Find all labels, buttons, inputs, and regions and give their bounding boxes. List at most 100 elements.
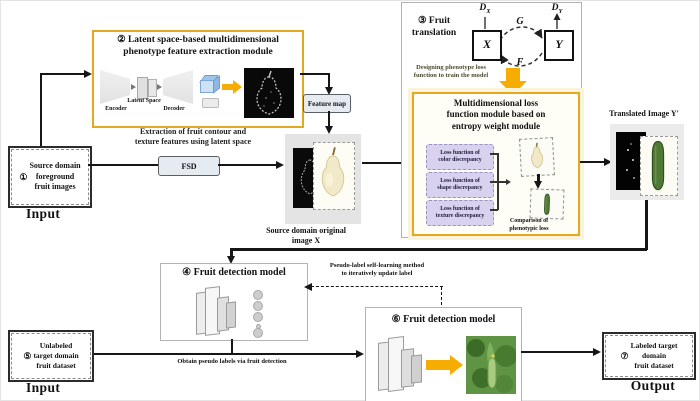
dot xyxy=(253,328,263,338)
bracket-line xyxy=(490,181,498,183)
label-line: fruit images xyxy=(34,182,76,192)
pear-image-small xyxy=(531,142,544,169)
loss-line: Loss function of xyxy=(440,149,480,156)
cnn-layer xyxy=(411,354,422,384)
caption-line: Extraction of fruit contour and xyxy=(139,127,247,136)
detection-result-image xyxy=(466,336,517,394)
feature-map-box: Feature map xyxy=(303,94,351,113)
d-symbol: D xyxy=(551,3,559,13)
dot xyxy=(253,301,263,311)
loss-item-shape: Loss function of shape discrepancy xyxy=(426,172,494,198)
latent-stack-icon xyxy=(202,98,219,108)
step-6-number: ⑥ xyxy=(391,314,401,325)
arrowhead xyxy=(356,349,364,358)
label-line: Unlabeled xyxy=(39,341,73,351)
label-line: fruit dataset xyxy=(634,360,674,370)
latent-module-box: ② Latent space-based multidimensional ph… xyxy=(92,30,304,128)
flow-line xyxy=(300,73,330,75)
label-line: Labeled target xyxy=(630,341,678,351)
flow-line xyxy=(90,353,362,355)
title-line: function module based on xyxy=(446,109,546,120)
label-line: Source domain xyxy=(29,161,81,171)
cnn-layer xyxy=(226,301,236,329)
obtain-pseudo-note: Obtain pseudo labels via fruit detection xyxy=(177,358,287,365)
feedback-line xyxy=(645,200,648,250)
yellow-down-arrow xyxy=(506,68,520,81)
arrowhead xyxy=(304,282,312,291)
caption-line: texture features using latent space xyxy=(134,137,252,146)
arrowhead xyxy=(604,157,612,166)
pear-contour-sketch xyxy=(256,70,282,115)
pear-thumb xyxy=(519,137,555,177)
latent-space-icon xyxy=(137,77,148,99)
contour-feature-image xyxy=(244,68,294,118)
translated-image-caption: Translated Image Y' xyxy=(609,109,679,118)
flow-line xyxy=(362,162,406,164)
flow-line xyxy=(88,164,158,166)
source-image-caption: Source domain original image X xyxy=(250,226,362,246)
compare-arrowhead xyxy=(534,181,542,189)
step-7-number: ⑦ xyxy=(620,350,629,361)
extraction-caption: Extraction of fruit contour and texture … xyxy=(98,127,288,147)
fruit-photo xyxy=(313,142,355,210)
flow-line xyxy=(218,164,280,166)
target-input-label: Unlabeled target domain fruit dataset xyxy=(33,341,78,370)
note-line: Pseudo-label self-learning method xyxy=(329,262,425,269)
arrowhead xyxy=(324,87,333,95)
decoder-label: Decoder xyxy=(163,106,185,112)
yellow-down-arrowhead xyxy=(499,81,527,95)
arrowhead xyxy=(227,256,235,264)
arrowhead xyxy=(84,69,92,78)
feature-cube-icon xyxy=(199,74,220,94)
label-line: domain xyxy=(641,351,667,361)
pear-image xyxy=(321,147,345,197)
generator-g-label: G xyxy=(516,16,524,27)
designing-loss-note: Designing phenotype loss function to tra… xyxy=(403,64,499,80)
bracket-arrowhead xyxy=(506,179,511,185)
loss-item-texture: Loss function of texture discrepancy xyxy=(426,200,494,226)
detection-model-4-title: ④ Fruit detection model xyxy=(161,267,307,280)
flow-line xyxy=(40,74,42,146)
bracket-line xyxy=(497,181,506,183)
fsd-box: FSD xyxy=(158,156,220,176)
title-line: ② Latent space-based multidimensional xyxy=(94,35,302,47)
domain-y-node: Y xyxy=(544,30,574,61)
dashed-feedback-line xyxy=(441,287,442,305)
bracket-line xyxy=(490,153,498,155)
translation-title: ③ Fruit translation xyxy=(403,16,465,40)
step-1-number: ① xyxy=(19,171,28,182)
title-line: ③ Fruit xyxy=(403,16,465,28)
d-subscript: X xyxy=(486,7,491,15)
cucumber-thumb xyxy=(529,188,565,220)
speckle-pattern xyxy=(626,143,635,179)
latent-space-label: Latent Space xyxy=(127,98,161,104)
loss-line: color discrepancy xyxy=(438,157,482,163)
mini-arrow-icon xyxy=(131,84,136,90)
yellow-arrowhead xyxy=(450,355,463,375)
discriminator-x-label: DX xyxy=(472,3,498,16)
loss-module-title: Multidimensional loss function module ba… xyxy=(414,98,578,132)
label-line: target domain xyxy=(33,351,79,361)
caption-line: Comparison of xyxy=(509,218,549,224)
input-label: Input xyxy=(26,206,61,221)
gan-cycle-diagram xyxy=(484,13,561,67)
encoder-label: Encoder xyxy=(105,106,127,112)
title-text: Fruit detection model xyxy=(403,314,496,325)
step-4-number: ④ xyxy=(182,267,192,278)
flow-line xyxy=(580,161,608,163)
caption-line: phenotypic loss xyxy=(509,225,549,232)
domain-x-node: X xyxy=(472,30,502,61)
flow-line xyxy=(231,339,233,355)
loss-line: Loss function of xyxy=(440,205,480,212)
flow-line xyxy=(40,73,84,75)
label-line: fruit dataset xyxy=(36,360,76,370)
input-label-2: Input xyxy=(26,380,61,395)
output-label-text: Labeled target domain fruit dataset xyxy=(631,341,678,370)
loss-line: Loss function of xyxy=(440,177,480,184)
dashed-feedback-line xyxy=(311,286,443,287)
translated-fruit-photo xyxy=(640,136,678,196)
flow-line xyxy=(328,73,330,88)
yellow-arrow-icon xyxy=(222,84,233,90)
d-symbol: D xyxy=(479,3,487,13)
loss-line: shape discrepancy xyxy=(437,185,483,191)
